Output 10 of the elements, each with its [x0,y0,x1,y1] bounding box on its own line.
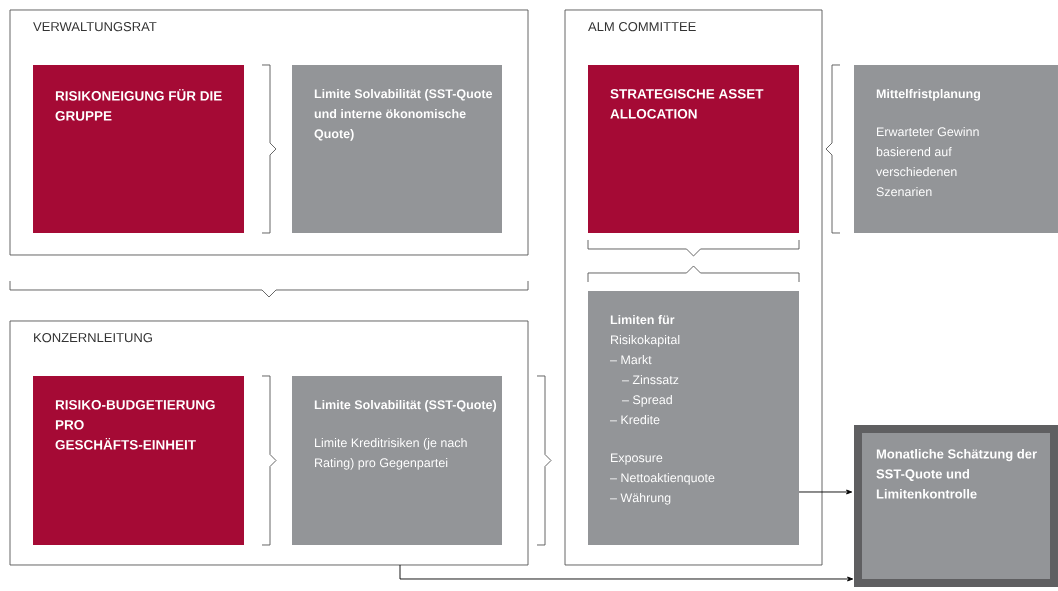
info-box: Limite Solvabilität (SST-Quote) Limite Kreditrisiken (je nach Rating) pro Gegenpartei [292,376,502,545]
info-box: Limiten für Risikokapital – Markt – Zinssatz – Spread – Kredite Exposure – Nettoaktienquote – Währung [588,291,799,545]
info-box: Mittelfristplanung Erwarteter Gewinn basierend auf verschiedenen Szenarien [854,65,1058,233]
emphasis-box: RISIKO-BUDGETIERUNG PRO GESCHÄFTS-EINHEIT [33,376,244,545]
arrow [399,564,854,582]
emphasis-box: STRATEGISCHE ASSET ALLOCATION [588,65,799,233]
emphasis-box: RISIKONEIGUNG FÜR DIE GRUPPE [33,65,244,233]
result-box: Monatliche Schätzung der SST-Quote und Limitenkontrolle [854,425,1058,587]
arrow [798,489,853,495]
info-box: Limite Solvabilität (SST-Quote und interne ökonomische Quote) [292,65,502,233]
